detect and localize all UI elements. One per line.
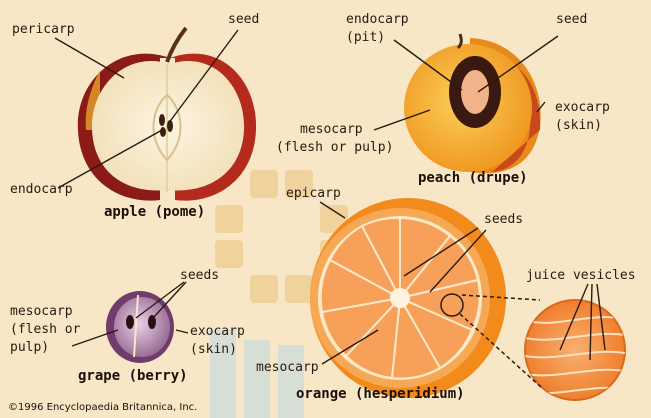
apple-title: apple (pome) <box>104 204 205 220</box>
grape-mesocarp-label: mesocarp <box>10 304 73 320</box>
peach-seed-label: seed <box>556 12 587 28</box>
peach-mesocarp-label: mesocarp <box>300 122 363 138</box>
juice-vesicles-label: juice vesicles <box>526 268 636 284</box>
peach-exocarp-label: exocarp <box>555 100 610 116</box>
orange-illustration <box>310 198 506 398</box>
grape-exocarp-sublabel: (skin) <box>190 342 237 358</box>
grape-seeds-label: seeds <box>180 268 219 284</box>
copyright-notice: ©1996 Encyclopaedia Britannica, Inc. <box>8 402 197 413</box>
grape-exocarp-label: exocarp <box>190 324 245 340</box>
grape-title: grape (berry) <box>78 368 188 384</box>
apple-illustration <box>78 28 256 201</box>
apple-pericarp-label: pericarp <box>12 22 75 38</box>
orange-epicarp-label: epicarp <box>286 186 341 202</box>
peach-illustration <box>404 34 541 173</box>
peach-endocarp-sublabel: (pit) <box>346 30 385 46</box>
apple-endocarp-label: endocarp <box>10 182 73 198</box>
grape-mesocarp-sublabel-1: (flesh or <box>10 322 80 338</box>
peach-endocarp-label: endocarp <box>346 12 409 28</box>
peach-title: peach (drupe) <box>418 170 528 186</box>
orange-title: orange (hesperidium) <box>296 386 465 402</box>
grape-mesocarp-sublabel-2: pulp) <box>10 340 49 356</box>
orange-mesocarp-label: mesocarp <box>256 360 319 376</box>
orange-seeds-label: seeds <box>484 212 523 228</box>
peach-exocarp-sublabel: (skin) <box>555 118 602 134</box>
apple-seed-label: seed <box>228 12 259 28</box>
grape-illustration <box>106 291 174 363</box>
peach-mesocarp-sublabel: (flesh or pulp) <box>276 140 393 156</box>
